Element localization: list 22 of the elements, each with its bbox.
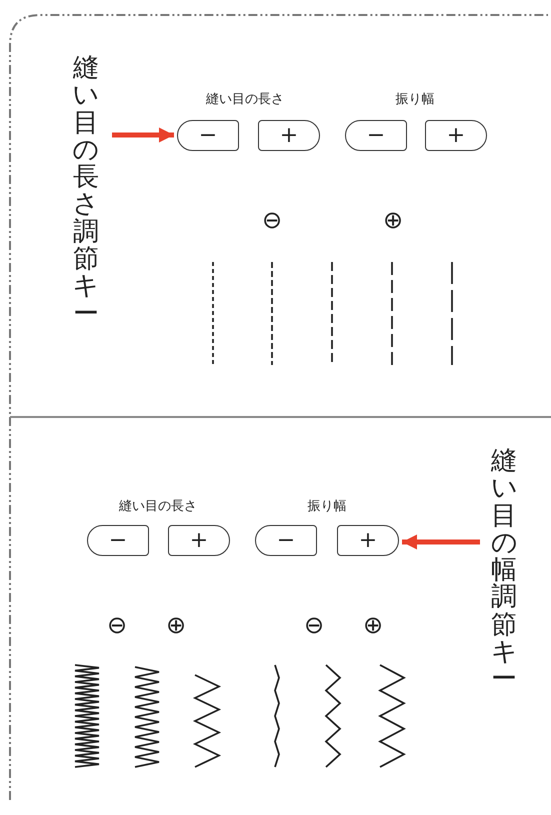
circled-minus: ⊖ <box>304 613 324 637</box>
key-caption: 縫い目の長さ調節キー <box>62 55 110 335</box>
group-label: 縫い目の長さ <box>119 498 197 515</box>
group-label: 振り幅 <box>396 91 434 108</box>
group-label: 振り幅 <box>308 498 346 515</box>
circled-plus: ⊕ <box>166 613 186 637</box>
minus-key: − <box>255 525 317 556</box>
circled-plus: ⊕ <box>362 613 384 637</box>
plus-key: + <box>168 525 230 556</box>
arrow <box>112 128 174 142</box>
circled-plus: ⊕ <box>382 208 404 232</box>
key-caption: 縫い目の幅調節キー <box>482 448 526 708</box>
plus-key: + <box>337 525 399 556</box>
arrow <box>402 534 480 550</box>
minus-key: − <box>345 120 407 151</box>
plus-key: + <box>425 120 487 151</box>
circled-minus: ⊖ <box>106 613 128 637</box>
circled-minus: ⊖ <box>262 208 282 232</box>
group-label: 縫い目の長さ <box>206 91 284 108</box>
plus-key: + <box>258 120 320 151</box>
minus-key: − <box>177 120 239 151</box>
minus-key: − <box>87 525 149 556</box>
